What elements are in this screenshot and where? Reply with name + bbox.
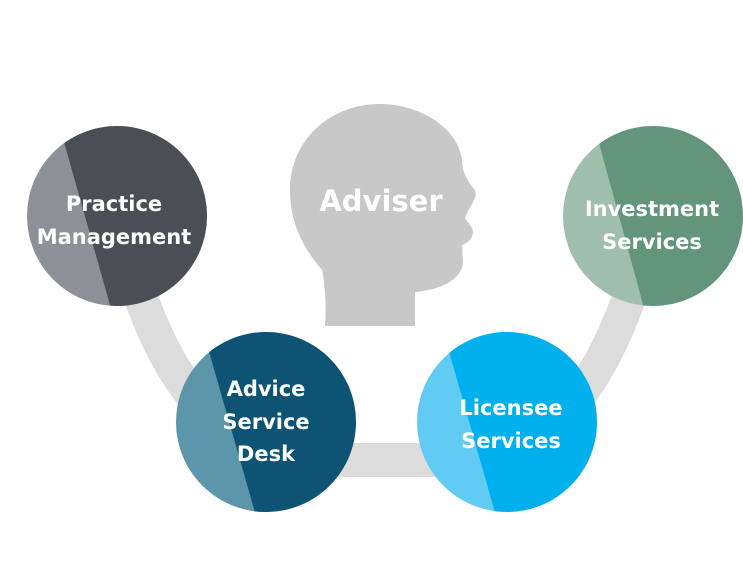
- node-label-line: Management: [37, 225, 192, 249]
- node-circle-dark: [590, 126, 743, 306]
- adviser-label: Adviser: [319, 184, 443, 218]
- node-label-line: Services: [461, 429, 561, 453]
- node-label-line: Advice: [227, 377, 306, 401]
- node-label-line: Desk: [237, 442, 296, 466]
- node-practice-management: Practice Management: [27, 126, 207, 306]
- node-investment-services: Investment Services: [563, 126, 743, 306]
- head-silhouette-icon: [290, 104, 476, 326]
- connecting-arc: [100, 211, 670, 477]
- node-label-line: Licensee: [459, 396, 562, 420]
- node-advice-service-desk: Advice Service Desk: [176, 332, 356, 512]
- node-label-line: Practice: [66, 192, 162, 216]
- node-label-line: Investment: [585, 197, 719, 221]
- node-label-line: Service: [222, 410, 309, 434]
- node-label-line: Services: [602, 230, 702, 254]
